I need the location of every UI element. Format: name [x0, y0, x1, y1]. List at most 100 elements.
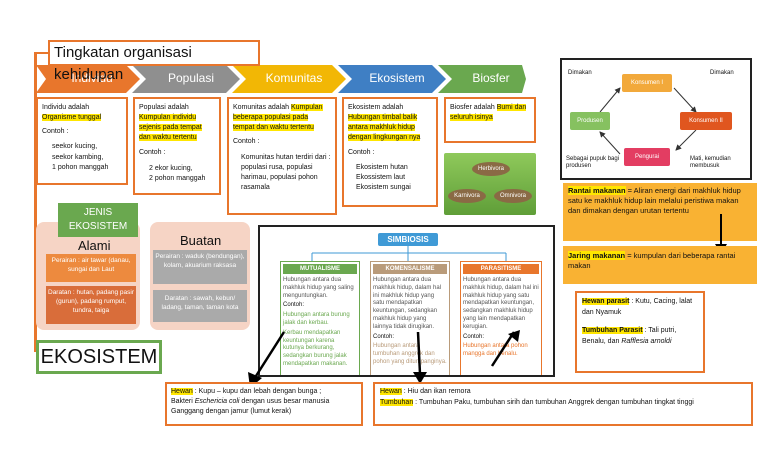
- chevron-biosfer: [438, 65, 526, 93]
- ekosistem-contoh: Contoh :: [348, 148, 375, 156]
- jaring-makanan-text: = kumpulan dari beberapa rantai makan: [568, 251, 736, 271]
- individu-contoh: Contoh :: [42, 128, 69, 136]
- chevron-populasi: [132, 65, 240, 93]
- simbiosis-panel: SIMBIOSIS MUTUALISME Hubungan antara dua…: [258, 225, 555, 377]
- hewan-komensal-term: Hewan: [380, 388, 402, 395]
- alami-label: Alami: [78, 238, 111, 253]
- dimakan-label-right: Dimakan: [710, 70, 734, 76]
- populasi-box: Populasi adalah Kumpulan individu sejeni…: [133, 97, 221, 195]
- parasit-examples-box: Hewan parasit : Kutu, Cacing, lalat dan …: [575, 291, 705, 373]
- alami-daratan: Daratan : hutan, padang pasir (gurun), p…: [46, 286, 136, 324]
- komensal-tumbuhan-text: : Tumbuhan Paku, tumbuhan sirih dan tumb…: [413, 398, 694, 406]
- ekosistem-def: Ekosistem adalah: [348, 104, 404, 111]
- produsen-node: Produsen: [570, 112, 610, 130]
- populasi-def: Populasi adalah: [139, 104, 189, 111]
- tumbuhan-komensal-term: Tumbuhan: [380, 398, 414, 406]
- chevron-ekosistem: [338, 65, 446, 93]
- individu-example: seekor kambing,: [52, 153, 104, 161]
- page-title: Tingkatan organisasi kehidupan: [48, 40, 260, 83]
- buatan-label: Buatan: [180, 233, 222, 248]
- mutualisme-line3: Ganggang dengan jamur (lumut kerak): [171, 408, 292, 416]
- level-biosfer: Biosfer: [472, 71, 510, 85]
- jenis-ekosistem-header: JENIS EKOSISTEM: [58, 203, 138, 237]
- simbiosis-connectors: [311, 246, 507, 261]
- parasitisme-example: Hubungan antara pohon mangga dan benalu.: [463, 343, 528, 358]
- parasitisme-contoh: Contoh:: [463, 333, 485, 340]
- hewan-parasit-term: Hewan parasit: [582, 298, 630, 305]
- mutualisme-line1: : Kupu – kupu dan lebah dengan bunga ;: [192, 388, 322, 395]
- rafflesia-term: Rafflesia arnoldi: [621, 337, 672, 345]
- populasi-example: 2 pohon manggah: [149, 174, 206, 182]
- ecoli-term: Eschericia coli: [194, 398, 240, 406]
- populasi-example: 2 ekor kucing,: [149, 164, 193, 172]
- komunitas-contoh: Contoh :: [233, 138, 260, 146]
- level-populasi: Populasi: [167, 71, 215, 85]
- mutualisme-line2b: dengan usus besar manusia: [239, 398, 330, 406]
- ekosistem-example: Ekosistem sungai: [356, 183, 411, 191]
- individu-example: seekor kucing,: [52, 143, 98, 151]
- parasitisme-header: PARASITISME: [463, 264, 539, 274]
- hewan-term: Hewan: [171, 388, 193, 395]
- tumbuhan-parasit-text: : Tali putri, Benalu, dan: [582, 327, 677, 345]
- simbiosis-arrows: [248, 330, 520, 388]
- level-ekosistem: Ekosistem: [369, 71, 425, 85]
- karnivora-label: Karnivora: [448, 189, 486, 203]
- membusuk-label: Mati, kemudian membusuk: [690, 156, 731, 170]
- connector-line-vertical: [34, 52, 37, 352]
- dimakan-label-left: Dimakan: [568, 70, 592, 76]
- biosfer-def: Biosfer adalah: [450, 104, 497, 111]
- connector-line: [34, 52, 50, 54]
- mutualisme-header: MUTUALISME: [283, 264, 357, 274]
- simbiosis-title: SIMBIOSIS: [378, 233, 438, 246]
- populasi-def-highlight: Kumpulan individu sejenis pada tempat da…: [139, 114, 202, 142]
- biosfer-box: Biosfer adalah Bumi dan seluruh isinya: [444, 97, 536, 143]
- konsumen1-node: Konsumen I: [622, 74, 672, 92]
- herbivora-label: Herbivora: [472, 162, 510, 176]
- rantai-makanan-box: Rantai makanan = Aliran energi dari makh…: [563, 183, 757, 241]
- mutualisme-examples-box: Hewan : Kupu – kupu dan lebah dengan bun…: [165, 382, 363, 426]
- rantai-makanan-term: Rantai makanan: [568, 186, 626, 195]
- level-individu: Individu: [50, 64, 134, 92]
- buatan-perairan: Perairan : waduk (bendungan), kolam, aku…: [153, 250, 247, 284]
- ekosistem-label: EKOSISTEM: [36, 340, 162, 374]
- komensal-hewan-text: : Hiu dan ikan remora: [401, 388, 471, 395]
- mutualisme-example: Hubungan antara burung jalak dan kerbau.: [283, 312, 350, 326]
- ekosistem-example: Ekossistem laut: [356, 173, 406, 181]
- konsumen2-node: Konsumen II: [680, 112, 732, 130]
- buatan-daratan: Daratan : sawah, kebun/ ladang, taman, t…: [153, 290, 247, 322]
- komensalisme-header: KOMENSALISME: [373, 264, 447, 274]
- pupuk-label: Sebagai pupuk bagi produsen: [566, 156, 620, 170]
- komensalisme-example: Hubungan antara tumbuhan anggrek dan poh…: [373, 343, 447, 365]
- ekosistem-def-highlight: Hubungan timbal balik antara makhluk hid…: [348, 114, 421, 142]
- komunitas-box: Komunitas adalah Kumpulan beberapa popul…: [227, 97, 337, 215]
- komensalisme-col: KOMENSALISME Hubungan antara dua makhluk…: [370, 261, 450, 375]
- komunitas-example: Komunitas hutan terdiri dari : populasi …: [241, 153, 331, 191]
- individu-example: 1 pohon manggah: [52, 163, 109, 171]
- jaring-makanan-term: Jaring makanan: [568, 251, 626, 260]
- pengurai-node: Pengurai: [624, 148, 670, 166]
- level-komunitas: Komunitas: [265, 71, 323, 85]
- mutualisme-def: Hubungan antara dua makhluk hidup yang s…: [283, 277, 354, 299]
- level-chevrons: [36, 65, 526, 93]
- ecosystem-illustration: Herbivora Karnivora Omnivora: [444, 153, 536, 215]
- food-chain-arrows: [599, 87, 697, 155]
- komunitas-def: Komunitas adalah: [233, 104, 291, 111]
- komensalisme-def: Hubungan antara dua makhluk hidup, dalam…: [373, 277, 442, 330]
- individu-def: Individu adalah: [42, 104, 90, 111]
- mutualisme-col: MUTUALISME Hubungan antara dua makhluk h…: [280, 261, 360, 375]
- chevron-individu: [36, 65, 140, 93]
- hewan-parasit-text: : Kutu, Cacing, lalat dan Nyamuk: [582, 298, 693, 316]
- mutualisme-example-detail: Kerbau mendapatkan keuntungan karena kut…: [283, 329, 348, 367]
- mutualisme-line2a: Bakteri: [171, 398, 195, 406]
- ekosistem-box: Ekosistem adalah Hubungan timbal balik a…: [342, 97, 438, 207]
- food-chain-diagram: Konsumen I Produsen Konsumen II Pengurai…: [560, 58, 752, 180]
- rantai-makanan-text: = Aliran energi dari makhluk hidup satu …: [568, 186, 741, 216]
- alami-perairan: Perairan : air tawar (danau, sungai dan …: [46, 254, 136, 282]
- individu-def-highlight: Organisme tunggal: [42, 114, 102, 122]
- omnivora-label: Omnivora: [494, 189, 532, 203]
- jaring-makanan-box: Jaring makanan = kumpulan dari beberapa …: [563, 246, 757, 284]
- komensalisme-examples-box: Hewan : Hiu dan ikan remora Tumbuhan : T…: [373, 382, 753, 426]
- tumbuhan-parasit-term: Tumbuhan Parasit: [582, 327, 643, 334]
- chevron-komunitas: [232, 65, 346, 93]
- komensalisme-contoh: Contoh:: [373, 333, 395, 340]
